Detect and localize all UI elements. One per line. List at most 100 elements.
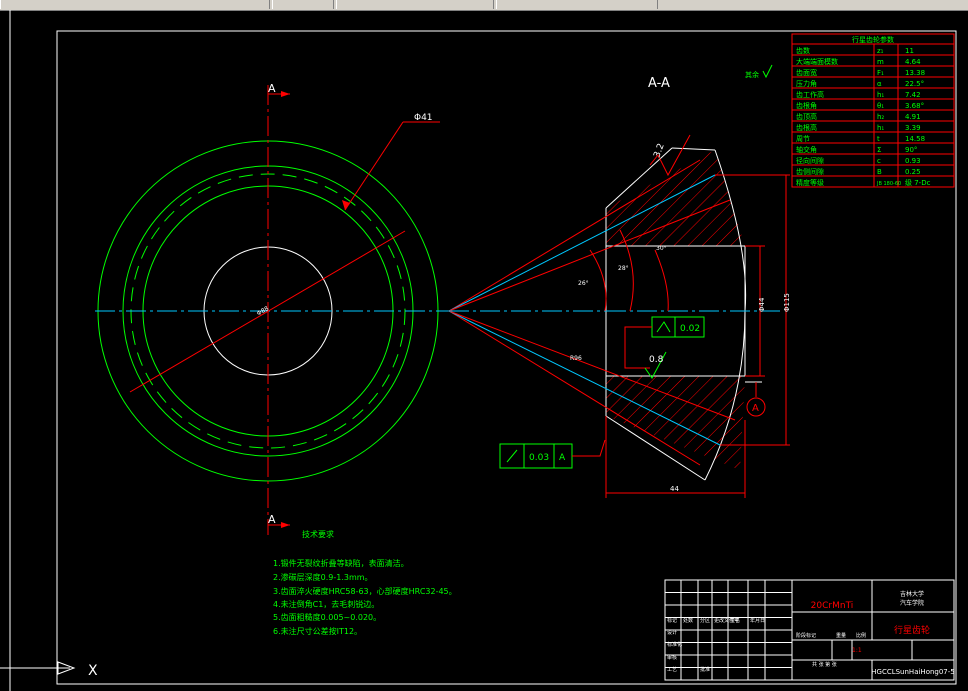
param-cell-val: 22.5° xyxy=(905,80,924,88)
section-view: A-A 26° 28° 30° R96 xyxy=(448,64,791,498)
school-label-2: 汽车学院 xyxy=(900,599,924,607)
scale-label: 1:1 xyxy=(852,647,862,654)
param-cell-name: 齿工作高 xyxy=(796,90,824,99)
title-block-cell-label: 处数 xyxy=(683,617,693,624)
tolerance-value-2: 0.03 xyxy=(529,453,549,463)
section-arrowhead-bottom xyxy=(281,522,290,528)
front-view: Φ41 Φ88 A A xyxy=(95,82,450,535)
section-marker-bottom: A xyxy=(268,513,276,526)
title-block-cell-label: 分区 xyxy=(700,617,710,624)
param-cell-val: 3.68° xyxy=(905,102,924,110)
roughness-mid-label: 0.8 xyxy=(649,355,664,365)
toolbar-segment[interactable] xyxy=(336,0,494,9)
param-table-title: 行星齿轮参数 xyxy=(852,35,894,44)
tech-req-line: 4.未注倒角C1，去毛刺锐边。 xyxy=(273,599,379,609)
runout-symbol-1 xyxy=(656,321,671,333)
title-block-cell-label: 阶段标记 xyxy=(796,632,816,639)
toolbar-segment[interactable] xyxy=(496,0,658,9)
param-cell-name: 齿顶高 xyxy=(796,112,817,121)
tolerance-leader-1 xyxy=(624,326,652,369)
roughness-symbol-top xyxy=(649,134,691,177)
toolbar-segment[interactable] xyxy=(272,0,334,9)
tech-req-line: 5.齿面粗糙度0.005~0.020。 xyxy=(273,612,381,622)
outline-top-face xyxy=(671,147,716,151)
drawing-number-label: HGCCLSunHaiHong07-5 xyxy=(871,668,955,676)
param-cell-val: 14.58 xyxy=(905,135,925,143)
param-cell-sym: F₁ xyxy=(877,69,884,77)
section-view-label: A-A xyxy=(648,76,670,91)
param-cell-val: 11 xyxy=(905,47,914,55)
ucs-x-label: X xyxy=(88,663,98,679)
drawing-border xyxy=(56,30,957,685)
title-block-cell-label: 年月日 xyxy=(750,617,765,624)
technical-requirements: 技术要求 1.锻件无裂纹折叠等缺陷，表面清洁。 2.渗碳层深度0.9-1.3mm… xyxy=(273,529,457,636)
param-cell-val: 7.42 xyxy=(905,91,921,99)
dim-bore-label: Φ44 xyxy=(758,297,766,312)
param-cell-val: 90° xyxy=(905,146,917,154)
diameter-leader xyxy=(129,230,406,393)
toolbar-segment[interactable] xyxy=(0,0,270,9)
hatch-upper xyxy=(606,150,745,246)
outline-top-edge xyxy=(605,147,673,209)
cone-line-4 xyxy=(448,310,736,421)
param-cell-name: 大端端面模数 xyxy=(796,57,838,66)
param-cell-sym: B xyxy=(877,168,882,176)
param-cell-name: 齿面宽 xyxy=(796,68,817,77)
tech-req-line: 6.未注尺寸公差按IT12。 xyxy=(273,626,362,636)
param-cell-val: 级 7-Dc xyxy=(905,178,931,187)
dim-width-label: 44 xyxy=(670,485,679,493)
section-arrowhead-top xyxy=(281,91,290,97)
section-marker-top: A xyxy=(268,82,276,95)
tech-req-line: 3.齿面淬火硬度HRC58-63，心部硬度HRC32-45。 xyxy=(273,586,457,596)
school-label: 吉林大学 xyxy=(900,590,924,598)
angle-arc-3 xyxy=(654,249,669,312)
title-block-cell-label: 共 张 第 张 xyxy=(812,661,837,668)
window-toolbar xyxy=(0,0,968,11)
param-cell-name: 径向间隙 xyxy=(796,156,824,165)
datum-label: A xyxy=(752,403,759,414)
cone-line-2 xyxy=(448,199,731,312)
title-block-cell-label: 标准化 xyxy=(667,641,682,648)
param-cell-sym: JB 180-60 xyxy=(876,181,901,187)
param-cell-sym: h₁ xyxy=(877,124,884,132)
title-block-cell-label: 更改文件号 xyxy=(714,617,739,624)
tolerance-value-1: 0.02 xyxy=(680,324,700,334)
param-cell-val: 4.91 xyxy=(905,113,921,121)
roughness-other-label: 其余 xyxy=(745,70,759,79)
title-block-cell-label: 工艺 xyxy=(667,667,677,673)
outline-bottom-edge xyxy=(605,415,706,481)
title-block-cell-label: 批准 xyxy=(700,666,710,673)
roughness-other-symbol xyxy=(762,64,773,79)
title-block-cell-label: 签名 xyxy=(730,617,740,624)
tech-req-line: 2.渗碳层深度0.9-1.3mm。 xyxy=(273,572,373,582)
tolerance-datum-2: A xyxy=(559,453,566,463)
phi41-arrow xyxy=(342,200,350,210)
dim-outer-label: Φ115 xyxy=(783,293,791,312)
angle-label-1: 26° xyxy=(578,280,589,287)
phi41-label: Φ41 xyxy=(414,113,433,123)
param-cell-val: 4.64 xyxy=(905,58,921,66)
param-cell-name: 齿根角 xyxy=(796,101,817,110)
title-block-cell-label: 审核 xyxy=(667,654,677,661)
title-block: 标记处数分区更改文件号签名年月日设计标准化审核工艺批准阶段标记重量比例共 张 第… xyxy=(664,579,955,681)
angle-label-3: 30° xyxy=(656,245,667,252)
param-cell-val: 0.93 xyxy=(905,157,921,165)
angle-label-2: 28° xyxy=(618,265,629,272)
tech-req-line: 1.锻件无裂纹折叠等缺陷，表面清洁。 xyxy=(273,558,409,568)
param-cell-sym: θ₁ xyxy=(877,102,884,110)
param-cell-sym: Σ xyxy=(877,146,881,154)
title-block-cell-label: 比例 xyxy=(856,632,866,639)
r-dim-label: R96 xyxy=(570,355,582,362)
param-cell-name: 周节 xyxy=(796,135,810,143)
param-cell-name: 轴交角 xyxy=(796,145,817,154)
title-block-cell-label: 标记 xyxy=(667,617,677,624)
part-name-label: 行星齿轮 xyxy=(894,624,930,636)
cone-pitch-line-upper xyxy=(448,174,716,312)
param-cell-val: 13.38 xyxy=(905,69,925,77)
cone-line-1 xyxy=(448,159,701,312)
param-cell-sym: h₁ xyxy=(877,91,884,99)
phi41-leader xyxy=(344,121,404,211)
outline-back-arc-upper xyxy=(714,149,747,312)
param-cell-sym: c xyxy=(877,157,881,165)
